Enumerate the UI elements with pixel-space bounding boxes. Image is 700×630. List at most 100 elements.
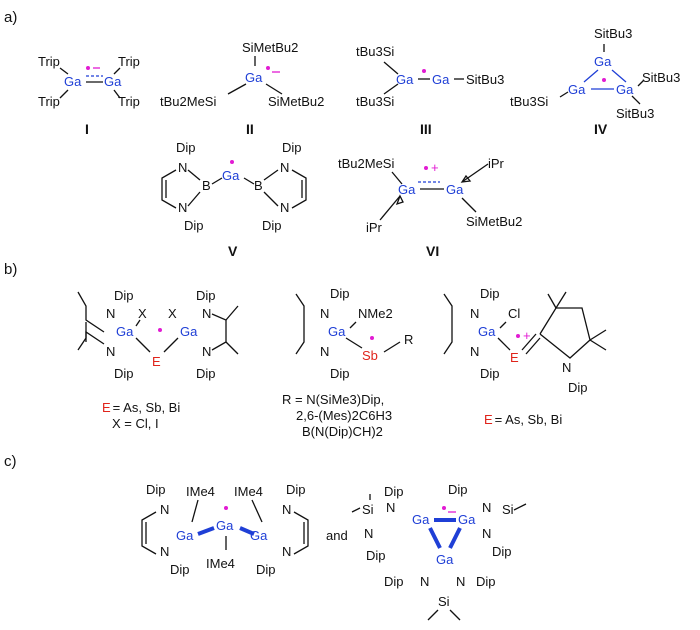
dative-bond-arrow (461, 163, 489, 183)
substituent-label: tBu3Si (356, 44, 394, 59)
positive-charge-icon: + (431, 160, 439, 175)
dip-label: Dip (256, 562, 276, 577)
radical-dot-icon (370, 336, 374, 340)
compound-IV: SitBu3 Ga Ga Ga tBu3Si SitBu3 SitBu3 IV (510, 26, 680, 137)
backbone-bonds (211, 313, 227, 351)
methyl-bond (589, 339, 607, 351)
methyl-bond (225, 305, 239, 321)
bond (383, 83, 399, 95)
dip-label: Dip (480, 286, 500, 301)
gallium-atom: Ga (64, 74, 82, 89)
dip-label: Dip (384, 484, 404, 499)
nitrogen-atom: N (282, 502, 291, 517)
compound-label-VI: VI (426, 243, 439, 259)
nitrogen-atom: N (202, 344, 211, 359)
bond (383, 341, 401, 353)
dip-label: Dip (282, 140, 302, 155)
r-list-caption: 2,6-(Mes)2C6H3 (296, 408, 392, 423)
trip-label: Trip (38, 54, 60, 69)
nitrogen-atom: N (482, 526, 491, 541)
dip-label: Dip (480, 366, 500, 381)
compound-label-I: I (85, 121, 89, 137)
compound-III: tBu3Si tBu3Si Ga Ga SitBu3 III (356, 44, 504, 137)
bond (637, 79, 645, 87)
dip-label: Dip (492, 544, 512, 559)
gallium-atom: Ga (458, 512, 476, 527)
r-list-caption: B(N(Dip)CH)2 (302, 424, 383, 439)
r-group-label: R (404, 332, 413, 347)
radical-dot-icon (86, 66, 90, 70)
trip-label: Trip (118, 54, 140, 69)
e-list-caption: E= As, Sb, Bi (102, 400, 180, 415)
gallium-atom: Ga (180, 324, 198, 339)
bond (265, 83, 283, 95)
dip-label: Dip (176, 140, 196, 155)
substituent-label: SitBu3 (594, 26, 632, 41)
nme2-label: NMe2 (358, 306, 393, 321)
ring-bonds (161, 169, 177, 209)
ga-ga-bond (428, 527, 442, 549)
compound-VI: tBu2MeSi + Ga Ga iPr iPr SiMetBu2 VI (338, 156, 522, 259)
bond (59, 89, 69, 99)
arrowhead (395, 194, 404, 206)
radical-dot-icon (230, 160, 234, 164)
gallium-atom: Ga (245, 70, 263, 85)
bond (345, 337, 363, 349)
bond (497, 337, 511, 351)
tri-gallium-triad: Dip Si N N Dip Ga Ga Dip N Si N Dip Ga N… (351, 482, 527, 621)
nitrogen-atom: N (482, 500, 491, 515)
bond (349, 321, 357, 329)
bond (391, 171, 403, 185)
nitrogen-atom: N (280, 160, 289, 175)
substituent-label: SitBu3 (616, 106, 654, 121)
dip-label: Dip (196, 366, 216, 381)
gallium-atom: Ga (104, 74, 122, 89)
dip-label: Dip (286, 482, 306, 497)
dip-label: Dip (476, 574, 496, 589)
methyl-bond (513, 503, 527, 511)
ga-sb-compound: N Dip Ga N Dip NMe2 Sb R R = N(SiMe3)Dip… (282, 286, 413, 439)
substituent-label: SitBu3 (466, 72, 504, 87)
nitrogen-atom: N (106, 344, 115, 359)
gallium-atom: Ga (250, 528, 268, 543)
radical-dot-icon (516, 334, 520, 338)
compound-V: Dip N B N Dip Ga B N N Dip Dip V (161, 140, 307, 259)
e-bridged-dimer: N Dip Ga N Dip X E X Ga N Dip N Dip E= A… (77, 288, 239, 431)
dip-label: Dip (448, 482, 468, 497)
gallium-atom: Ga (328, 324, 346, 339)
double-bond (525, 337, 541, 355)
bond (499, 321, 507, 329)
compound-label-V: V (228, 243, 238, 259)
nitrogen-atom: N (386, 500, 395, 515)
boron-atom: B (254, 178, 263, 193)
ligand-label: iPr (488, 156, 505, 171)
bond (559, 91, 569, 98)
bond (263, 191, 279, 207)
backbone-bonds (77, 291, 105, 333)
methyl-bond (589, 329, 607, 341)
trip-label: Trip (38, 94, 60, 109)
double-bond (521, 333, 537, 351)
nitrogen-atom: N (562, 360, 571, 375)
gallium-atom: Ga (616, 82, 634, 97)
substituent-label: tBu3Si (356, 94, 394, 109)
x-list-caption: X = Cl, I (112, 416, 159, 431)
silicon-atom: Si (502, 502, 514, 517)
gallium-atom: Ga (412, 512, 430, 527)
bond (135, 337, 151, 353)
substituent-label: SiMetBu2 (268, 94, 324, 109)
dative-bond-arrow (251, 499, 263, 523)
bond (187, 169, 201, 181)
substituent-label: tBu2MeSi (338, 156, 394, 171)
gallium-atom: Ga (398, 182, 416, 197)
halide-label: X (168, 306, 177, 321)
element-e: E (510, 350, 519, 365)
bond (59, 67, 69, 75)
nitrogen-atom: N (320, 306, 329, 321)
gallium-atom: Ga (116, 324, 134, 339)
and-label: and (326, 528, 348, 543)
substituent-label: tBu3Si (510, 94, 548, 109)
dip-label: Dip (384, 574, 404, 589)
methyl-bond (555, 291, 567, 309)
